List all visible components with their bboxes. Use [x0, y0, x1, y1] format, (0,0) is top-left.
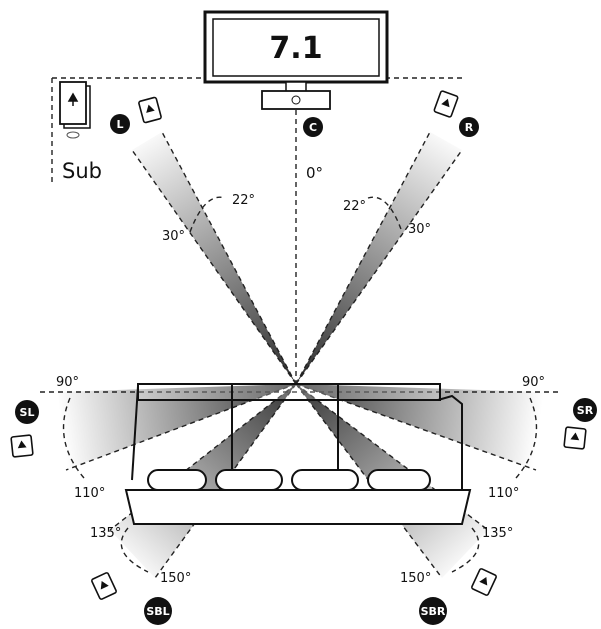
- speaker-surround-left: [10, 434, 34, 458]
- speaker-surround-back-right: [471, 568, 497, 596]
- wedge-front-left: [132, 132, 296, 384]
- speaker-badges: L C R SL SR SBL SBR: [15, 114, 597, 625]
- seat-cushion-2: [215, 469, 283, 491]
- speaker-surround-back-left: [91, 572, 117, 600]
- seat-cushion-4: [367, 469, 431, 491]
- angle-front-right-outer: 30°: [408, 222, 431, 237]
- arc-side-left: [62, 397, 85, 479]
- wedge-side-left: [58, 384, 296, 470]
- badge-center: C: [309, 121, 317, 134]
- speaker-right: [433, 90, 459, 118]
- badge-surround-right: SR: [577, 404, 594, 417]
- sofa-base: [124, 489, 472, 525]
- tv: 7.1: [203, 10, 389, 110]
- badge-right: R: [465, 121, 474, 134]
- subwoofer-label: Sub: [62, 159, 102, 183]
- tv-screen: [212, 18, 380, 77]
- seat-cushion-3: [291, 469, 359, 491]
- badge-surround-back-right: SBR: [421, 605, 446, 618]
- sofa-left-arm: [131, 385, 139, 481]
- angle-front-right-inner: 22°: [343, 199, 366, 214]
- sofa-backrest: [137, 383, 441, 401]
- speaker-left: [138, 96, 162, 124]
- angle-labels: 0° 22° 30° 22° 30° 90° 110° 90° 110° 135…: [56, 164, 545, 586]
- badge-left: L: [116, 118, 123, 131]
- speaker-icons: [10, 90, 587, 600]
- center-angle-label: 0°: [306, 164, 323, 182]
- badge-surround-back-left: SBL: [146, 605, 169, 618]
- angle-side-left-top: 90°: [56, 375, 79, 390]
- angle-back-right-bottom: 150°: [400, 571, 431, 586]
- angle-side-left-bottom: 110°: [74, 486, 105, 501]
- subwoofer-logo-icon: [67, 92, 79, 106]
- angle-front-left-outer: 30°: [162, 229, 185, 244]
- wedge-front-right: [296, 132, 462, 384]
- listening-wedges: [58, 132, 544, 578]
- angle-back-right-top: 135°: [482, 526, 513, 541]
- sofa: [124, 383, 472, 525]
- arc-front-right: [367, 196, 403, 233]
- sofa-right-arm: [437, 394, 463, 492]
- center-speaker-cone: [291, 95, 301, 105]
- dashed-guides: [40, 77, 560, 579]
- seat-cushion-1: [147, 469, 207, 491]
- angle-back-left-bottom: 150°: [160, 571, 191, 586]
- badge-surround-left: SL: [20, 406, 35, 419]
- angle-side-right-top: 90°: [522, 375, 545, 390]
- angle-front-left-inner: 22°: [232, 193, 255, 208]
- subwoofer: Sub: [59, 81, 102, 183]
- angle-back-left-top: 135°: [90, 526, 121, 541]
- tv-label: 7.1: [269, 31, 322, 66]
- subwoofer-port: [66, 131, 80, 139]
- speaker-surround-right: [563, 426, 587, 450]
- angle-side-right-bottom: 110°: [488, 486, 519, 501]
- center-speaker: [261, 90, 331, 110]
- arc-side-right: [515, 397, 538, 479]
